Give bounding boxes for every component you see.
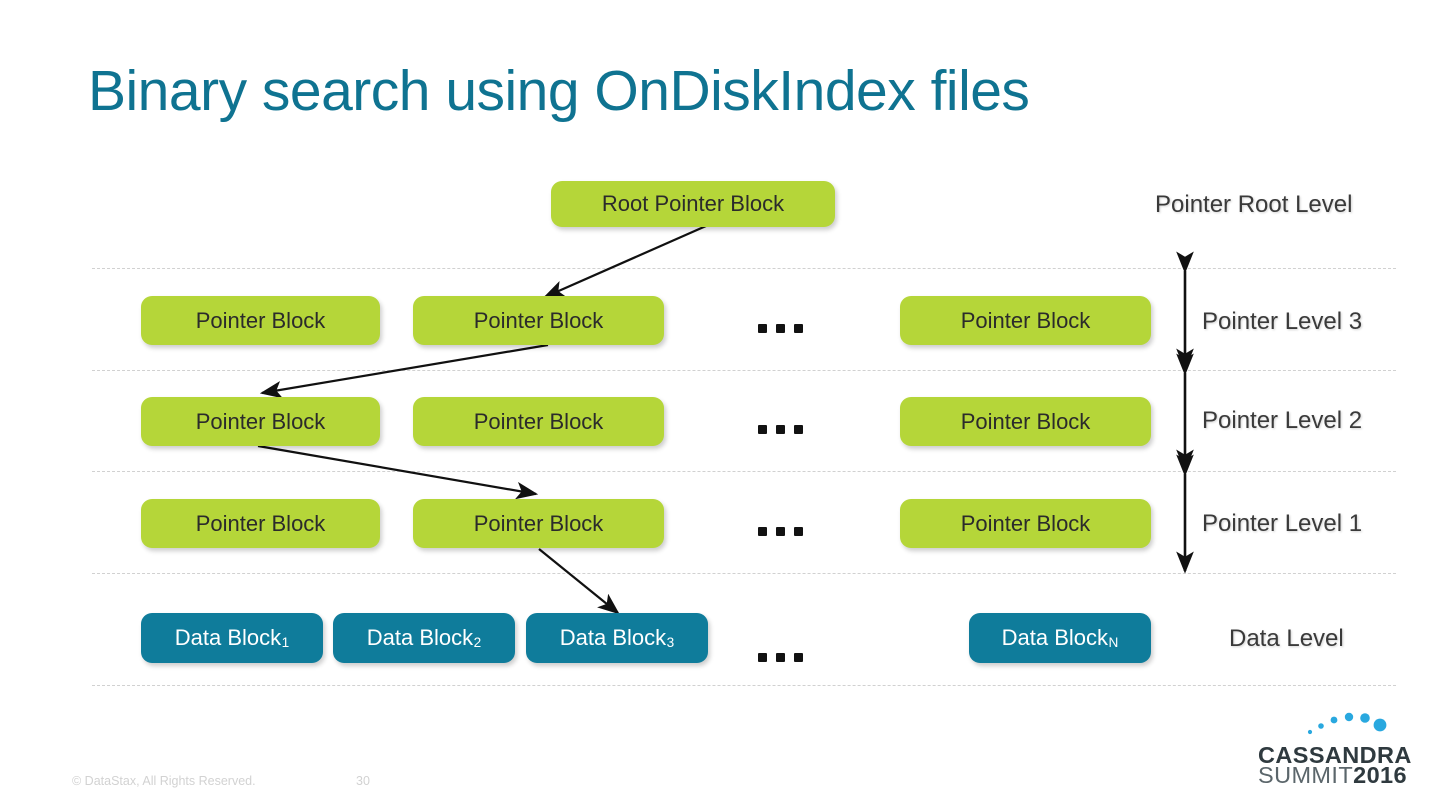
separator-line-bottom (92, 685, 1396, 686)
pointer-block-l3-1[interactable]: Pointer Block (141, 296, 380, 345)
separator-line-root (92, 268, 1396, 269)
pointer-block-l3-n[interactable]: Pointer Block (900, 296, 1151, 345)
ellipsis-data (758, 653, 803, 662)
pointer-block-label: Pointer Block (473, 408, 604, 434)
pointer-block-l2-2[interactable]: Pointer Block (413, 397, 664, 446)
ellipsis-l1 (758, 527, 803, 536)
level-label-pointer-root: Pointer Root Level (1155, 191, 1353, 218)
separator-line-l2-l1 (92, 471, 1396, 472)
pointer-block-label: Pointer Block (960, 408, 1091, 434)
data-block-subscript: 3 (666, 634, 675, 650)
page-title: Binary search using OnDiskIndex files (88, 59, 1030, 123)
level-label-pointer-3: Pointer Level 3 (1202, 308, 1363, 335)
level-label-data: Data Level (1229, 625, 1344, 652)
data-block-label: Data Block (1001, 625, 1109, 650)
pointer-block-label: Pointer Block (473, 307, 604, 333)
pointer-block-l1-2[interactable]: Pointer Block (413, 499, 664, 548)
data-block-label: Data Block (559, 625, 667, 650)
level-label-pointer-2: Pointer Level 2 (1202, 407, 1363, 434)
cassandra-summit-logo: CASSANDRA SUMMIT2016 (1258, 704, 1430, 788)
arrow-root-to-l3 (542, 224, 707, 299)
data-block-subscript: 2 (473, 634, 482, 650)
arrow-l2-to-l1 (257, 444, 539, 500)
root-pointer-block[interactable]: Root Pointer Block (551, 181, 835, 227)
ellipsis-l3 (758, 324, 803, 333)
data-block-subscript: N (1108, 634, 1119, 650)
pointer-block-l2-1[interactable]: Pointer Block (141, 397, 380, 446)
logo-word-cassandra: CASSANDRA (1258, 742, 1412, 768)
ellipsis-l2 (758, 425, 803, 434)
pointer-block-label: Pointer Block (473, 510, 604, 536)
arrow-l1-to-data (538, 548, 620, 615)
arrow-l3-to-l2 (259, 343, 549, 399)
pointer-block-label: Pointer Block (960, 307, 1091, 333)
logo-summit-text: SUMMIT (1258, 762, 1354, 788)
pointer-block-l2-n[interactable]: Pointer Block (900, 397, 1151, 446)
pointer-block-l3-2[interactable]: Pointer Block (413, 296, 664, 345)
separator-line-l1-data (92, 573, 1396, 574)
data-block-label: Data Block (366, 625, 474, 650)
logo-dots-icon (1307, 712, 1387, 735)
pointer-block-l1-1[interactable]: Pointer Block (141, 499, 380, 548)
footer-copyright: © DataStax, All Rights Reserved. (72, 774, 256, 788)
root-pointer-block-label: Root Pointer Block (601, 191, 785, 216)
pointer-block-label: Pointer Block (195, 408, 326, 434)
pointer-block-label: Pointer Block (195, 510, 326, 536)
pointer-block-l1-n[interactable]: Pointer Block (900, 499, 1151, 548)
data-block-label: Data Block (174, 625, 282, 650)
logo-year-text: 2016 (1353, 762, 1407, 788)
pointer-block-label: Pointer Block (960, 510, 1091, 536)
pointer-block-label: Pointer Block (195, 307, 326, 333)
logo-word-summit2016: SUMMIT2016 (1258, 762, 1407, 789)
level-label-pointer-1: Pointer Level 1 (1202, 510, 1363, 537)
data-block-subscript: 1 (281, 634, 290, 650)
separator-line-l3-l2 (92, 370, 1396, 371)
footer-page-number: 30 (356, 774, 370, 788)
